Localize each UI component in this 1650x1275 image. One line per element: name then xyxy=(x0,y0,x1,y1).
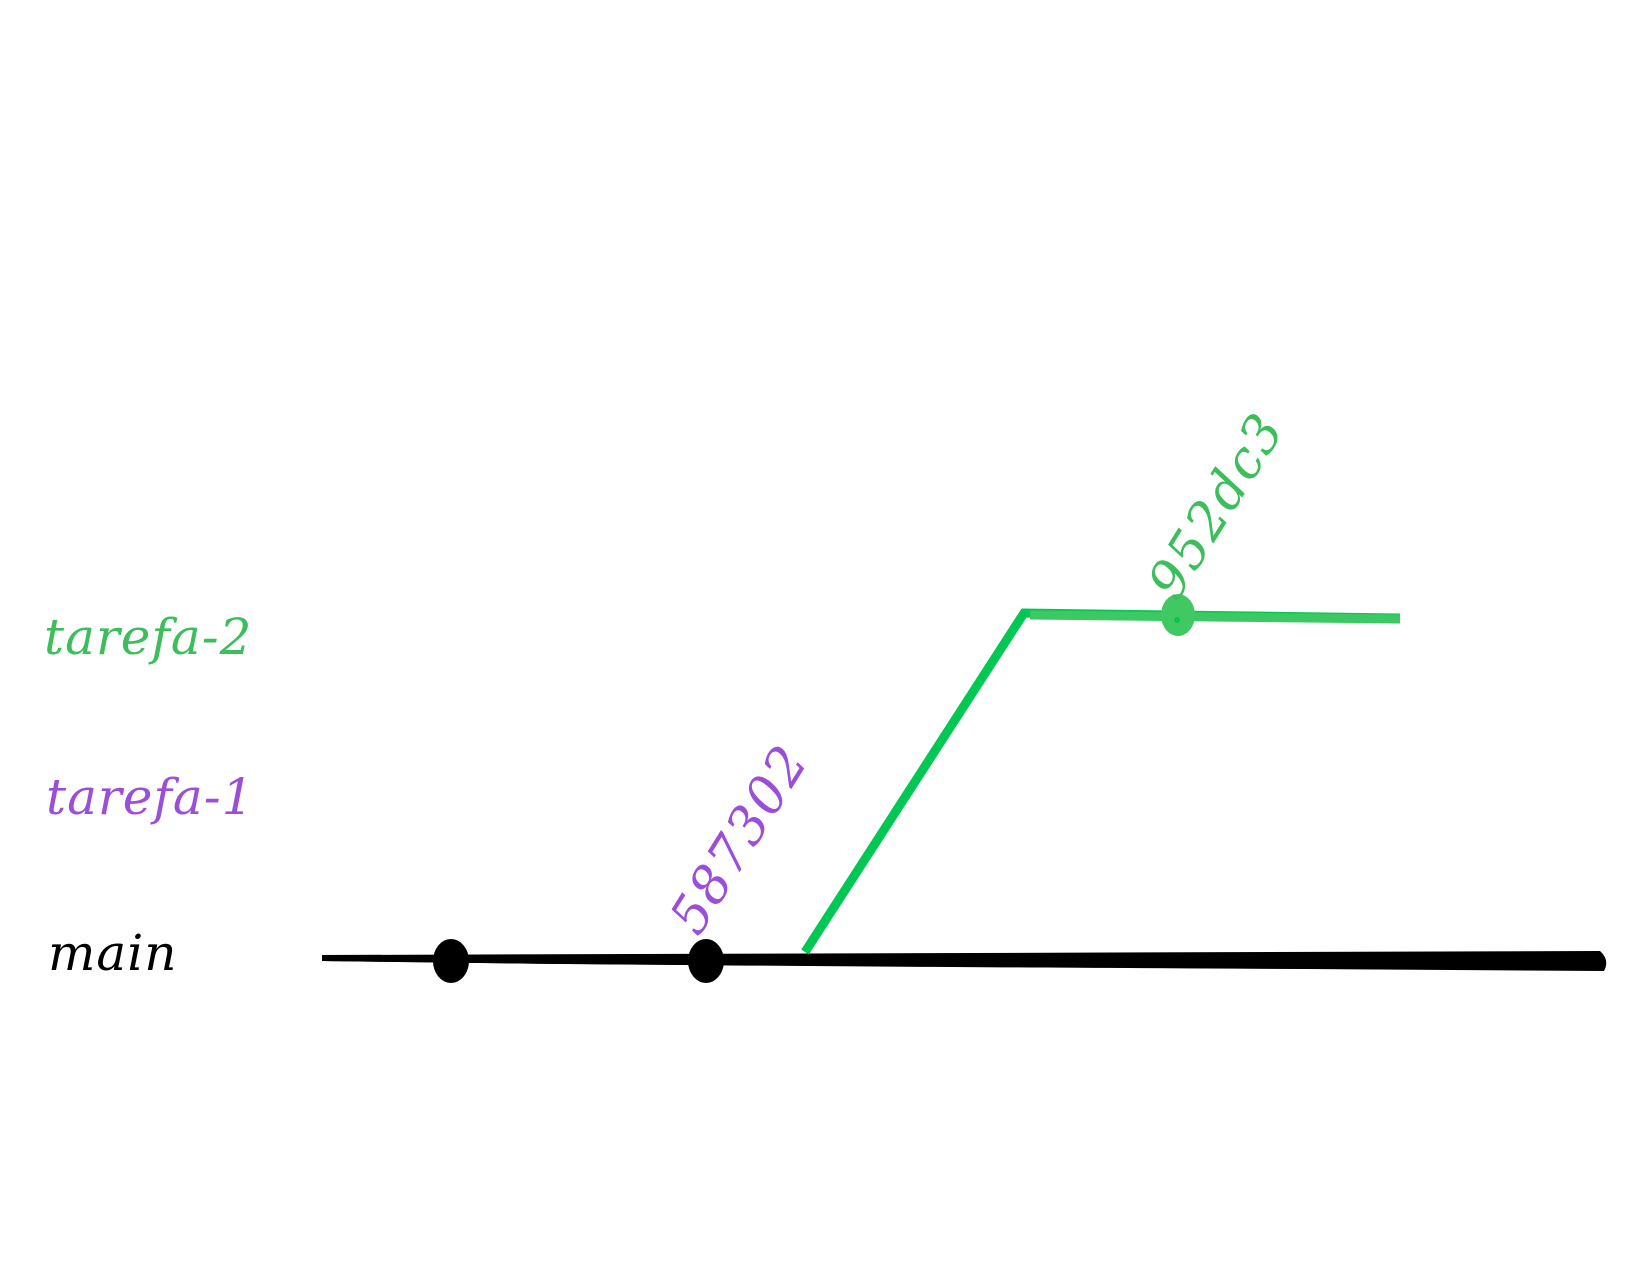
tarefa-2-branch-line-overlay xyxy=(1029,610,1401,624)
commit-dot-main-587302[interactable] xyxy=(688,939,724,983)
commit-dot-main-1[interactable] xyxy=(433,939,469,983)
commit-dot-center-952dc3 xyxy=(1174,617,1180,623)
tarefa-2-branch-line xyxy=(801,608,1401,955)
lane-label-main: main xyxy=(48,924,178,982)
lane-label-tarefa-1: tarefa-1 xyxy=(46,768,255,826)
main-branch-line-body xyxy=(322,953,1604,970)
lane-label-tarefa-2: tarefa-2 xyxy=(44,608,253,666)
commit-dot-tarefa-2-952dc3[interactable] xyxy=(1161,594,1195,636)
